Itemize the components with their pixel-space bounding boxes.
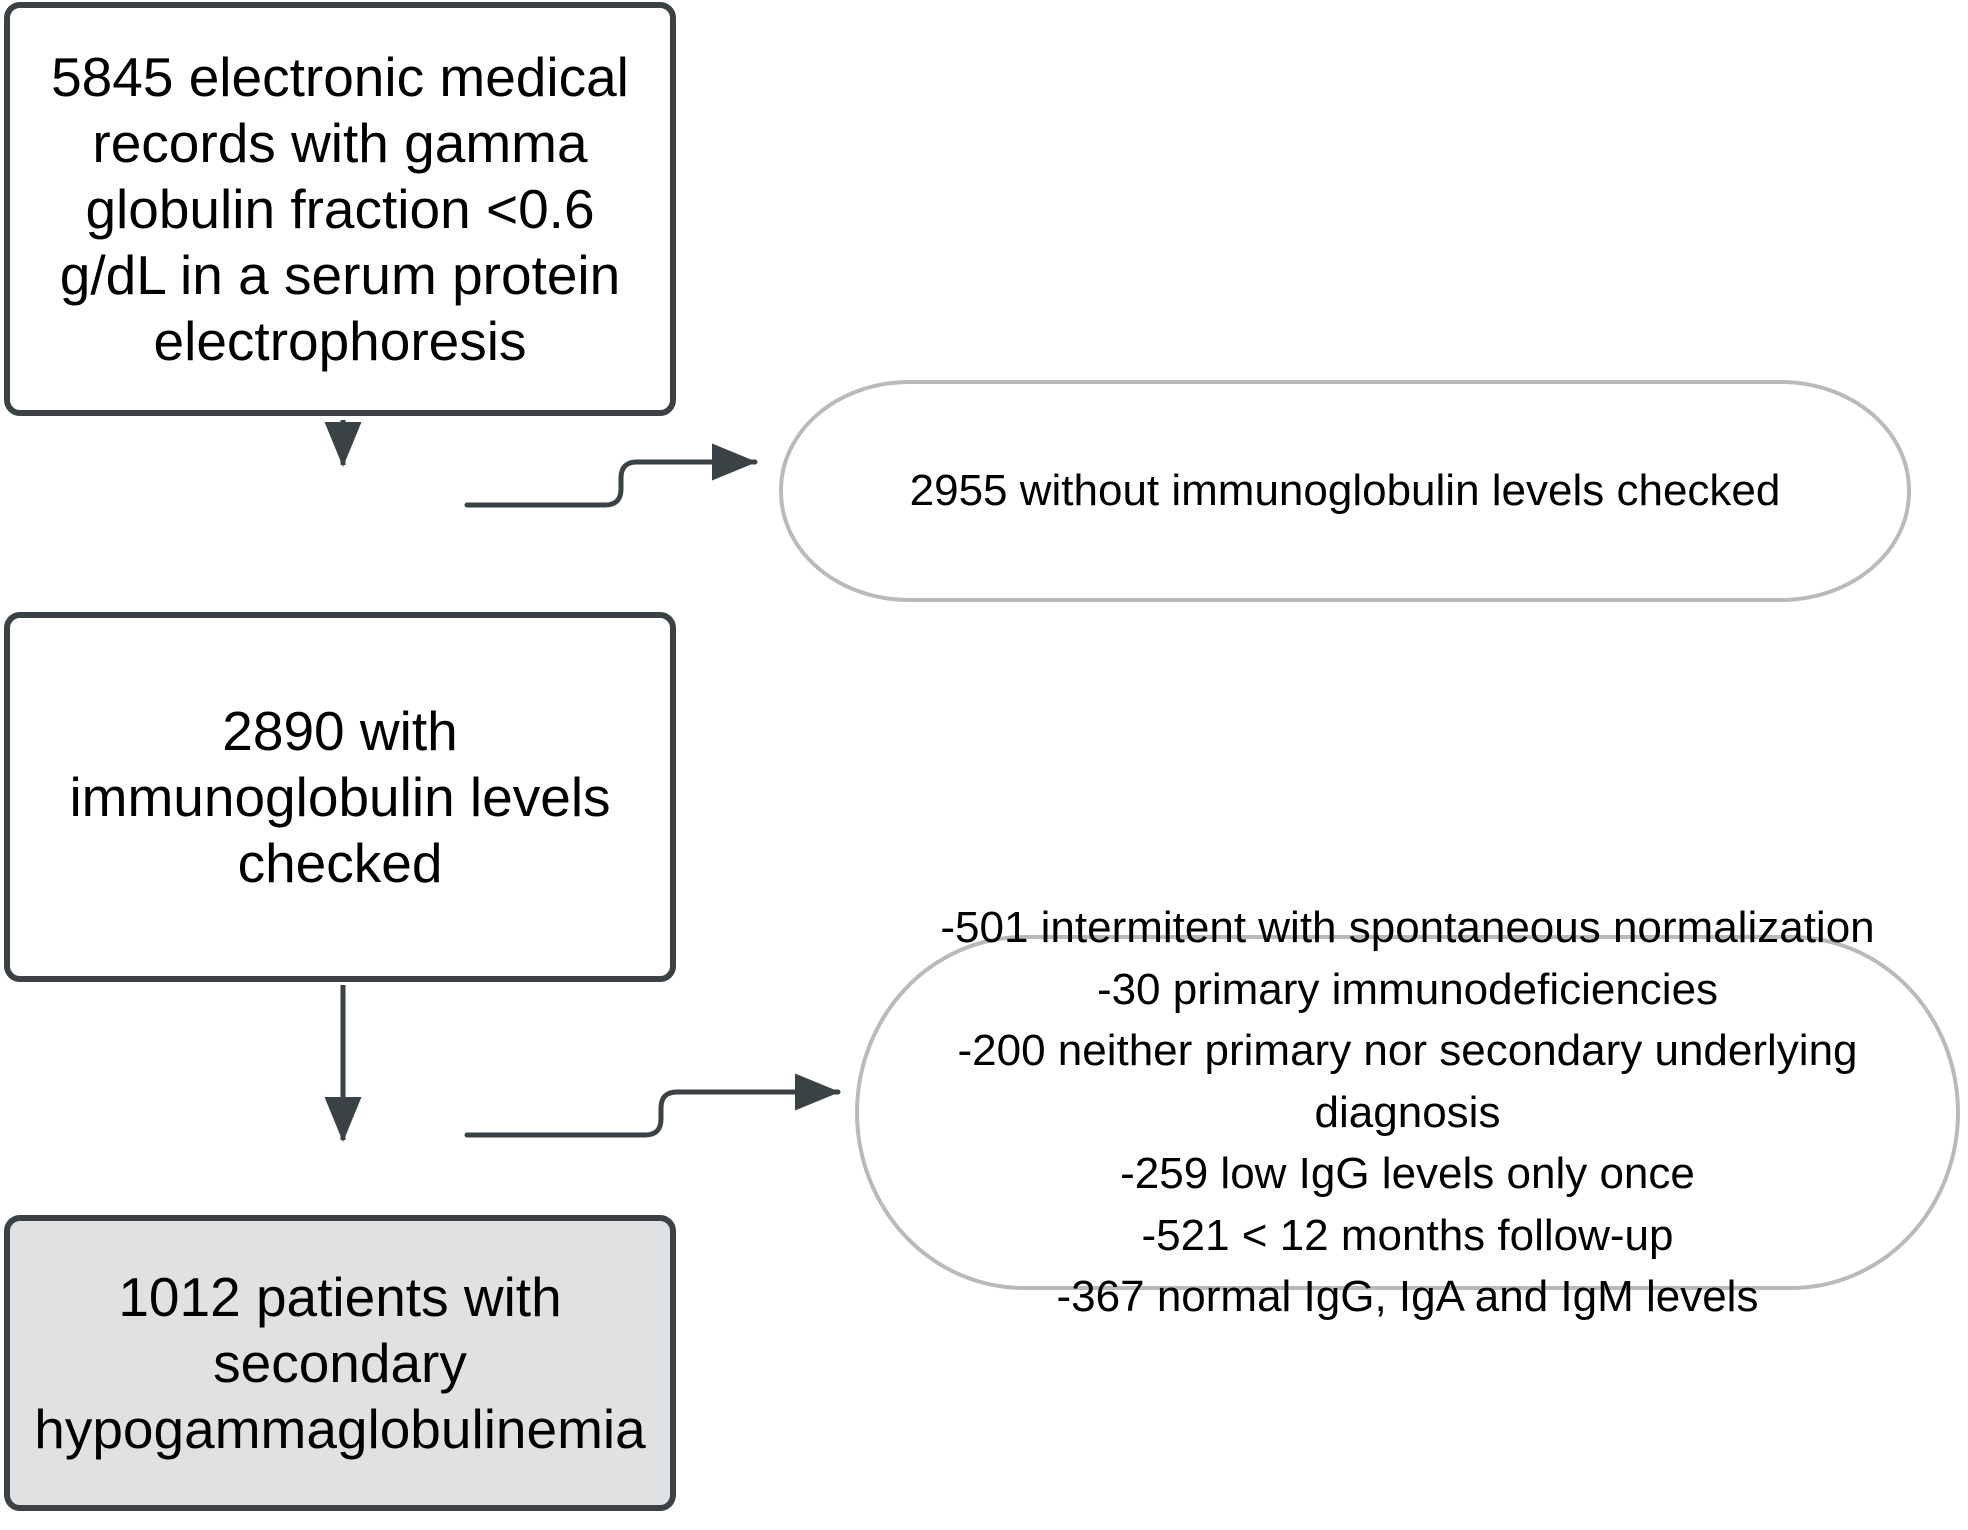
node-oval-not-checked: 2955 without immunoglobulin levels check… xyxy=(779,380,1911,602)
edge-records-to-not-checked xyxy=(464,443,758,508)
node-oval-not-checked-label: 2955 without immunoglobulin levels check… xyxy=(909,466,1781,516)
node-box-records: 5845 electronic medical records with gam… xyxy=(4,2,676,416)
node-box-final-label: 1012 patients with secondary hypogammagl… xyxy=(34,1266,646,1460)
edge-checked-to-exclusions xyxy=(464,1073,841,1138)
node-oval-exclusions-label: -501 intermitent with spontaneous normal… xyxy=(940,902,1875,1322)
node-oval-exclusions: -501 intermitent with spontaneous normal… xyxy=(855,903,1960,1321)
node-box-checked: 2890 with immunoglobulin levels checked xyxy=(4,612,676,982)
node-box-final: 1012 patients with secondary hypogammagl… xyxy=(4,1215,676,1511)
node-box-records-label: 5845 electronic medical records with gam… xyxy=(51,46,629,372)
node-box-checked-label: 2890 with immunoglobulin levels checked xyxy=(69,700,611,894)
